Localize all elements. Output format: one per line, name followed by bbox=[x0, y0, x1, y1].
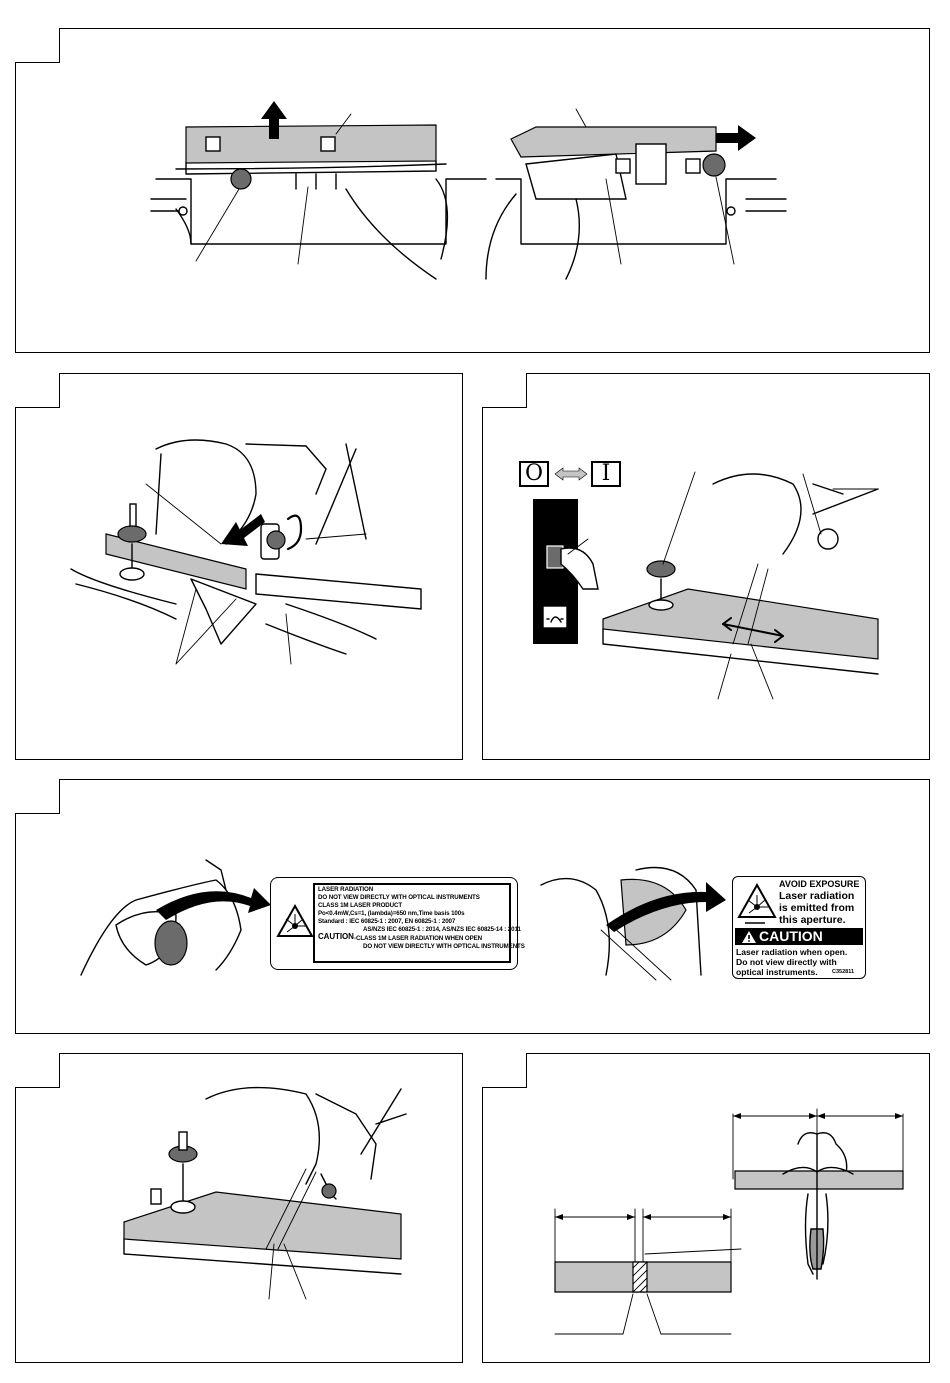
figure-illustration-laser-adjustment bbox=[70, 439, 422, 665]
right-arrow-icon bbox=[606, 882, 726, 932]
laser-label-caution: CAUTION bbox=[318, 932, 354, 941]
figure-illustration-dust-cover bbox=[150, 101, 787, 280]
aperture-label-line6: Do not view directly with bbox=[736, 957, 837, 967]
aperture-label-line4: this aperture. bbox=[779, 914, 846, 926]
figure-number-tab bbox=[14, 1052, 60, 1088]
laser-label-line1: LASER RADIATION bbox=[318, 886, 374, 893]
figure-number-tab bbox=[14, 372, 60, 408]
figure-panel-dust-cover bbox=[14, 27, 930, 353]
aperture-label-line7: optical instruments. bbox=[736, 967, 818, 977]
figure-illustration-label-locations bbox=[80, 859, 726, 981]
saw-right-illustration bbox=[485, 108, 787, 280]
double-arrow-icon bbox=[221, 514, 265, 546]
warning-triangle-icon bbox=[742, 931, 756, 943]
figure-panel-laser-line-cut bbox=[14, 1052, 463, 1363]
rotate-arrow-icon bbox=[286, 514, 303, 551]
figure-number-tab bbox=[481, 1052, 527, 1088]
aperture-label-line3: is emitted from bbox=[779, 902, 855, 914]
laser-label-line3: CLASS 1M LASER PRODUCT bbox=[318, 902, 403, 909]
figure-number-tab bbox=[14, 27, 60, 63]
laser-warning-label: LASER RADIATION DO NOT VIEW DIRECTLY WIT… bbox=[270, 877, 525, 970]
saw-left-illustration bbox=[150, 101, 487, 280]
figure-panel-cut-line-diagram bbox=[481, 1052, 930, 1363]
figure-illustration-cut-line-diagram bbox=[554, 1108, 904, 1335]
figure-panel-laser-switch: O I bbox=[481, 372, 930, 760]
laser-warning-label-border bbox=[313, 883, 511, 963]
aperture-label-code: C352811 bbox=[832, 969, 855, 975]
laser-hazard-icon bbox=[276, 903, 314, 937]
aperture-label-caution: CAUTION bbox=[759, 928, 823, 944]
laser-label-line6: AS/NZS IEC 60825-1 : 2014, AS/NZS IEC 60… bbox=[363, 926, 521, 933]
laser-hazard-icon bbox=[737, 882, 777, 924]
aperture-label-line1: AVOID EXPOSURE bbox=[779, 879, 860, 889]
figure-illustration-laser-line-cut bbox=[123, 1086, 407, 1300]
aperture-caution-label: AVOID EXPOSURE Laser radiation is emitte… bbox=[732, 876, 866, 979]
figure-number-tab bbox=[14, 778, 60, 814]
figure-panel-warning-labels: LASER RADIATION DO NOT VIEW DIRECTLY WIT… bbox=[14, 778, 930, 1034]
laser-label-line5: Standard : IEC 60825-1 : 2007, EN 60825-… bbox=[318, 918, 456, 925]
right-arrow-icon bbox=[156, 888, 271, 920]
figure-panel-laser-adjustment bbox=[14, 372, 463, 760]
aperture-label-line5: Laser radiation when open. bbox=[736, 947, 848, 957]
laser-label-line8: DO NOT VIEW DIRECTLY WITH OPTICAL INSTRU… bbox=[363, 943, 525, 950]
laser-label-line2: DO NOT VIEW DIRECTLY WITH OPTICAL INSTRU… bbox=[318, 894, 480, 901]
switch-on-symbol: I bbox=[591, 461, 621, 487]
figure-number-tab bbox=[481, 372, 527, 408]
double-arrow-icon bbox=[554, 467, 588, 481]
aperture-label-line2: Laser radiation bbox=[779, 890, 855, 902]
aperture-caution-banner bbox=[735, 928, 863, 945]
figure-illustration-laser-switch bbox=[533, 467, 879, 700]
right-arrow-icon bbox=[716, 125, 756, 151]
up-arrow-icon bbox=[261, 101, 287, 139]
laser-label-line4: Po<0.4mW,Cs=1, (lambda)=650 nm,Time basi… bbox=[318, 910, 465, 917]
laser-label-line7: -CLASS 1M LASER RADIATION WHEN OPEN bbox=[354, 935, 483, 942]
switch-off-symbol: O bbox=[519, 461, 549, 487]
